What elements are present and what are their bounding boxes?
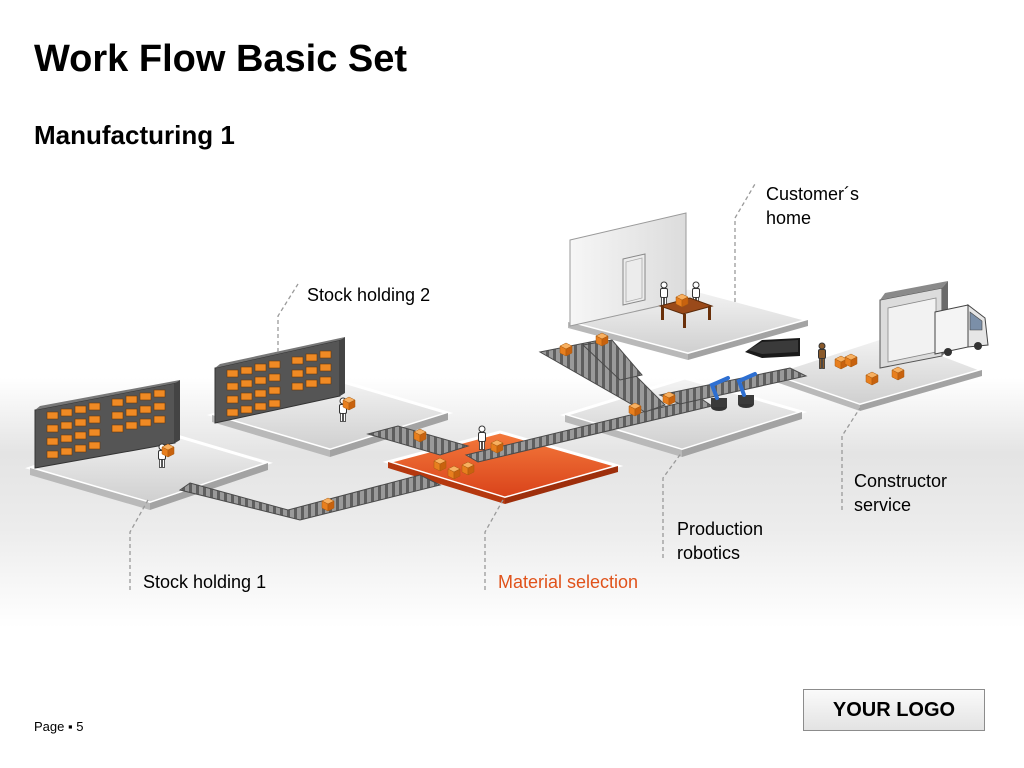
logo-placeholder: YOUR LOGO bbox=[803, 689, 985, 731]
label-material-selection: Material selection bbox=[498, 572, 639, 592]
conveyor-icon bbox=[178, 339, 808, 521]
page-number: 5 bbox=[76, 719, 84, 734]
label-stock-holding-1: Stock holding 1 bbox=[143, 572, 267, 592]
door-icon bbox=[622, 253, 646, 306]
page-label: Page bbox=[34, 719, 65, 734]
page-title: Work Flow Basic Set bbox=[34, 38, 408, 80]
label-constructor-service: Constructor service bbox=[854, 471, 948, 515]
page-footer: Page ▪ 5 bbox=[34, 719, 83, 734]
arrow-icon bbox=[745, 338, 800, 358]
label-stock-holding-2: Stock holding 2 bbox=[307, 285, 431, 305]
leader-lines bbox=[129, 183, 861, 590]
table-icon bbox=[658, 293, 714, 328]
label-customers-home: Customer´s home bbox=[766, 184, 860, 228]
shelf-icon bbox=[34, 380, 180, 469]
logo-text: YOUR LOGO bbox=[832, 698, 956, 721]
label-production-robotics: Production robotics bbox=[677, 519, 764, 563]
worker-icon bbox=[818, 342, 826, 369]
page-subtitle: Manufacturing 1 bbox=[34, 120, 235, 150]
customers-home-wall bbox=[569, 212, 687, 327]
robot-arm-icon bbox=[736, 372, 757, 408]
shelf-icon bbox=[214, 337, 345, 424]
bullet-icon: ▪ bbox=[68, 719, 73, 734]
truck-icon bbox=[934, 303, 989, 356]
robot-arm-icon bbox=[709, 376, 730, 411]
